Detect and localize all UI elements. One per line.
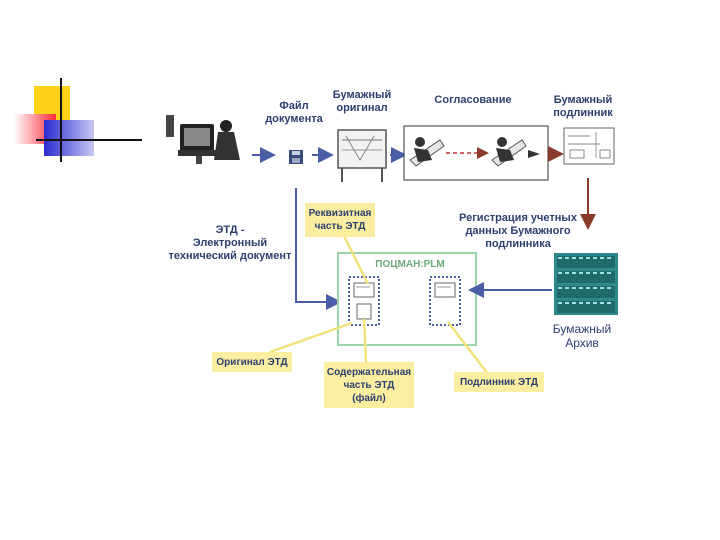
- logo-blue-square: [44, 120, 94, 156]
- callout-pointer-requisite: [342, 235, 370, 285]
- label-paper-original: Бумажный оригинал: [326, 89, 398, 115]
- callout-requisite-part: Реквизитная часть ЭТД: [305, 203, 375, 237]
- label-paper-master-line2: подлинник: [553, 107, 613, 119]
- label-file-line2: документа: [265, 113, 323, 125]
- callout-pointer-original: [269, 321, 353, 354]
- plotter-icon: [337, 129, 387, 182]
- label-etd-line2: Электронный: [192, 237, 268, 249]
- label-approval: Согласование: [434, 94, 512, 106]
- callout-content-line1: Содержательная: [326, 366, 412, 378]
- label-registration: Регистрация учетных данных Бумажного под…: [456, 212, 580, 251]
- archive-shelves-icon: [554, 253, 618, 315]
- label-archive-line2: Архив: [565, 336, 599, 350]
- logo-horizontal-line: [36, 139, 142, 141]
- document-icon: [348, 276, 380, 326]
- callout-pointer-content: [362, 318, 368, 363]
- callout-requisite-line2: часть ЭТД: [314, 221, 366, 232]
- label-etd-line3: технический документ: [168, 250, 292, 262]
- callout-master-etd: Подлинник ЭТД: [454, 372, 544, 392]
- callout-requisite-line1: Реквизитная: [308, 208, 372, 219]
- corner-logo: [0, 0, 160, 170]
- floppy-disk-icon: [289, 150, 303, 164]
- master-document-icon: [429, 276, 461, 326]
- callout-content-line3: (файл): [352, 392, 386, 404]
- callout-content-part: Содержательная часть ЭТД (файл): [324, 362, 414, 408]
- label-paper-original-line1: Бумажный: [332, 89, 392, 101]
- label-etd-line1: ЭТД -: [215, 224, 245, 236]
- paper-drawing-icon: [563, 127, 615, 165]
- worker-at-computer-icon: [166, 115, 240, 164]
- label-file: Файл документа: [260, 100, 328, 126]
- label-paper-master: Бумажный подлинник: [544, 94, 622, 120]
- label-paper-original-line2: оригинал: [336, 102, 388, 114]
- label-paper-master-line1: Бумажный: [553, 94, 613, 106]
- logo-vertical-line: [60, 78, 62, 162]
- signing-person-icon-2: [491, 137, 540, 167]
- signing-person-icon: [409, 137, 445, 167]
- label-archive-line1: Бумажный: [552, 322, 612, 336]
- label-archive: Бумажный Архив: [540, 322, 624, 350]
- callout-content-line2: часть ЭТД: [343, 379, 395, 391]
- plm-system-name: ПОЦМАН:PLM: [375, 259, 445, 270]
- label-file-line1: Файл: [279, 100, 309, 112]
- label-etd: ЭТД - Электронный технический документ: [168, 224, 292, 263]
- callout-original-etd: Оригинал ЭТД: [212, 352, 292, 372]
- callout-pointer-master: [447, 321, 489, 375]
- label-registration-line1: Регистрация учетных: [459, 212, 577, 224]
- label-registration-line3: подлинника: [485, 238, 551, 250]
- label-registration-line2: данных Бумажного: [465, 225, 571, 237]
- arrow-file-to-plm: [295, 188, 342, 310]
